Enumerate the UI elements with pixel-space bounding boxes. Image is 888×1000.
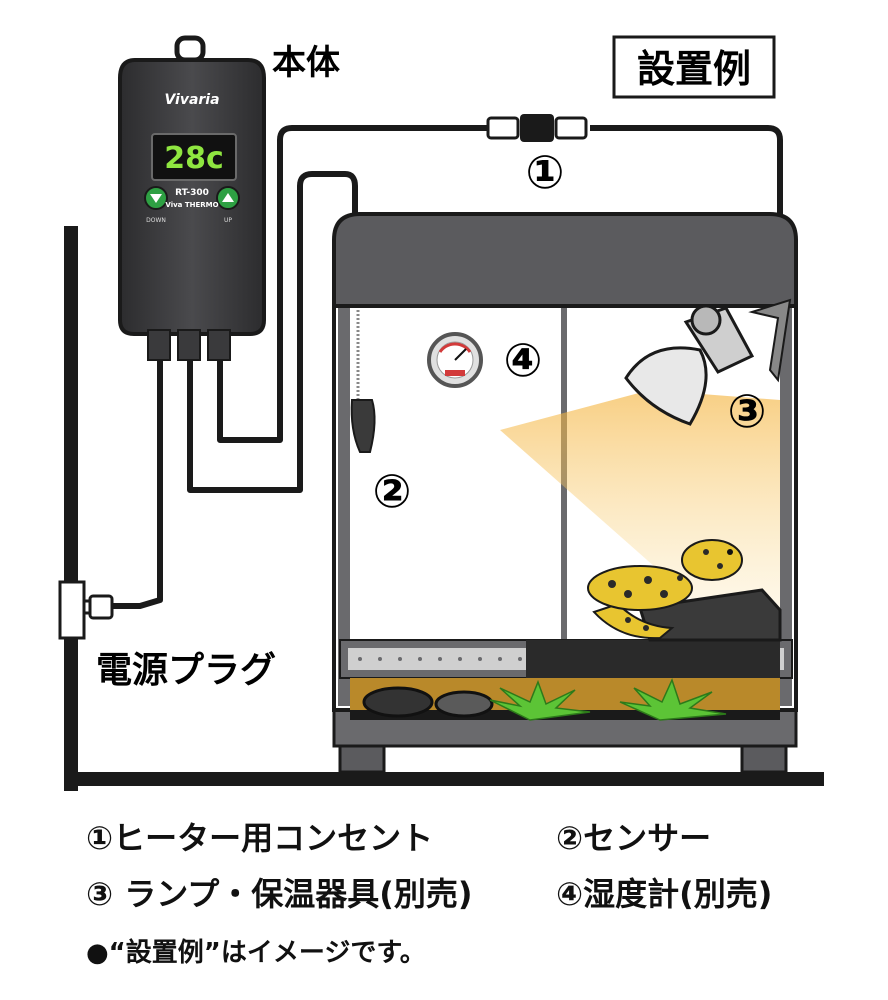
marker-2: ② xyxy=(373,464,412,518)
floor-line xyxy=(64,772,824,786)
power-plug xyxy=(84,594,114,620)
page-title: 設置例 xyxy=(637,47,751,91)
basking-lamp xyxy=(624,298,792,426)
legend-item-2: ②センサー xyxy=(556,819,712,857)
down-label: DOWN xyxy=(146,217,166,224)
cage xyxy=(332,212,798,774)
wall-line xyxy=(64,226,78,791)
arrow-down-icon xyxy=(150,194,162,203)
lcd-readout: 28c xyxy=(164,141,224,176)
marker-1: ① xyxy=(526,145,565,199)
lcd-screen xyxy=(151,133,237,181)
marker-3: ③ xyxy=(728,384,767,438)
plants xyxy=(489,677,727,721)
title-box: 設置例 xyxy=(612,35,776,99)
stone xyxy=(362,686,434,718)
plug-label: 電源プラグ xyxy=(96,650,276,691)
leopard-gecko xyxy=(587,539,743,640)
body-label: 本体 xyxy=(272,43,340,83)
footnote: ●“設置例”はイメージです。 xyxy=(86,938,426,968)
arrow-up-icon xyxy=(222,193,234,202)
wall-outlet xyxy=(58,580,86,640)
cable-outlet-to-lamp xyxy=(217,125,490,443)
device-model: RT-300 xyxy=(175,188,209,198)
outlet-connector xyxy=(486,114,588,142)
device-model-sub: Viva THERMO xyxy=(165,201,218,209)
cable-lamp-run xyxy=(590,125,783,225)
lamp-clip xyxy=(748,298,792,383)
legend-item-1: ①ヒーター用コンセント xyxy=(86,819,434,857)
legend-item-4: ④湿度計(別売) xyxy=(556,875,773,913)
thermostat-device: Vivaria 28c RT-300 Viva THERMO DOWN UP xyxy=(118,35,266,361)
device-brand: Vivaria xyxy=(164,92,219,108)
cable-sensor xyxy=(187,171,358,493)
cage-roof xyxy=(332,212,798,308)
marker-4: ④ xyxy=(504,333,543,387)
sensor-probe xyxy=(350,399,376,453)
legend-item-3: ③ ランプ・保温器具(別売) xyxy=(86,875,473,913)
stone xyxy=(434,690,494,718)
up-label: UP xyxy=(224,217,232,224)
cable-power xyxy=(108,330,163,609)
